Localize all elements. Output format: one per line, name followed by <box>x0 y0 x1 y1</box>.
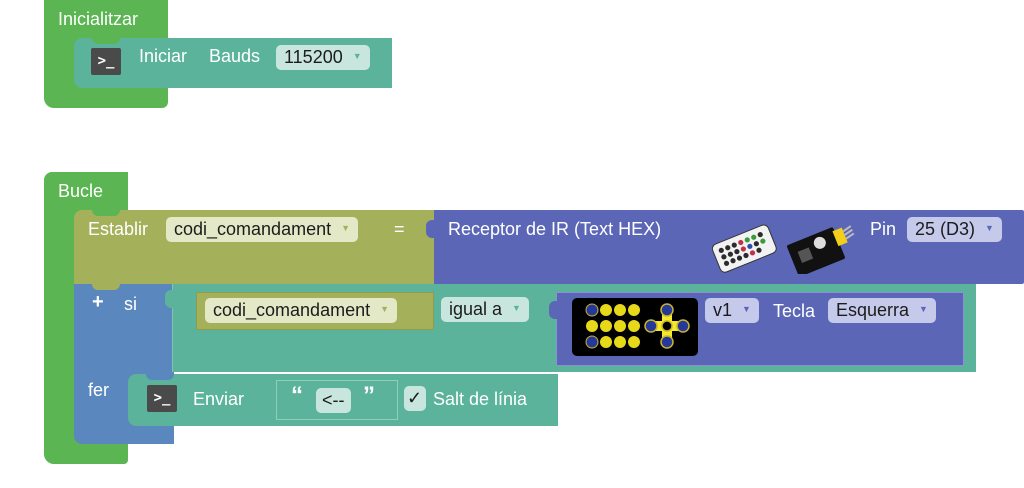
ir-receiver-module-icon <box>787 225 855 274</box>
pin-value: 25 (D3) <box>915 219 976 239</box>
block-notch <box>92 210 120 216</box>
version-value: v1 <box>713 300 733 320</box>
mutator-plus-icon[interactable]: + <box>92 291 104 313</box>
chevron-down-icon: ▼ <box>380 304 390 315</box>
baud-rate-value: 115200 <box>284 47 343 67</box>
chevron-down-icon: ▼ <box>985 223 994 234</box>
key-dropdown[interactable]: Esquerra ▼ <box>828 298 936 323</box>
newline-checkbox[interactable]: ✓ <box>404 386 426 411</box>
input-connector <box>165 290 175 308</box>
close-quote-icon: ” <box>363 382 375 409</box>
variable-name: codi_comandament <box>174 219 332 239</box>
terminal-icon: >_ <box>91 48 121 75</box>
ir-remote-and-receiver-image <box>711 224 855 274</box>
if-label: si <box>124 294 137 314</box>
loop-title: Bucle <box>58 181 104 201</box>
do-label: fer <box>88 380 110 400</box>
bauds-label: Bauds <box>209 46 261 66</box>
checkmark-icon: ✓ <box>407 388 423 408</box>
chevron-down-icon: ▼ <box>341 223 351 234</box>
chevron-down-icon: ▼ <box>352 51 362 62</box>
open-quote-icon: “ <box>291 382 303 409</box>
operator-dropdown[interactable]: igual a ▼ <box>441 297 529 322</box>
input-connector <box>426 220 436 238</box>
condition-variable-dropdown[interactable]: codi_comandament ▼ <box>205 298 398 323</box>
block-notch <box>146 374 174 380</box>
ir-remote-icon <box>711 224 777 273</box>
key-label: Tecla <box>773 301 816 321</box>
variable-dropdown[interactable]: codi_comandament ▼ <box>166 217 359 242</box>
keypad-buttons-icon <box>585 303 690 349</box>
set-label: Establir <box>88 219 149 239</box>
setup-title: Inicialitzar <box>58 9 139 29</box>
condition-variable-name: codi_comandament <box>213 300 371 320</box>
text-input[interactable]: <-- <box>316 388 351 413</box>
terminal-icon: >_ <box>147 385 177 412</box>
newline-label: Salt de línia <box>433 389 528 409</box>
pin-label: Pin <box>870 219 897 239</box>
text-value: <-- <box>322 390 345 410</box>
chevron-down-icon: ▼ <box>919 304 928 315</box>
version-dropdown[interactable]: v1 ▼ <box>705 298 759 323</box>
operator-value: igual a <box>449 299 503 319</box>
chevron-down-icon: ▼ <box>512 303 521 314</box>
key-value: Esquerra <box>836 300 910 320</box>
pin-dropdown[interactable]: 25 (D3) ▼ <box>907 217 1002 242</box>
block-notch <box>92 284 120 290</box>
chevron-down-icon: ▼ <box>742 304 751 315</box>
print-label: Enviar <box>193 389 245 409</box>
block-notch <box>92 38 120 44</box>
baud-rate-dropdown[interactable]: 115200 ▼ <box>276 45 370 70</box>
serial-begin-label: Iniciar <box>139 46 188 66</box>
ir-receiver-label: Receptor de IR (Text HEX) <box>448 219 662 239</box>
input-connector <box>549 301 559 319</box>
equals-sign: = <box>394 219 405 239</box>
ir-keypad-image <box>572 298 698 356</box>
setup-header <box>44 0 168 38</box>
